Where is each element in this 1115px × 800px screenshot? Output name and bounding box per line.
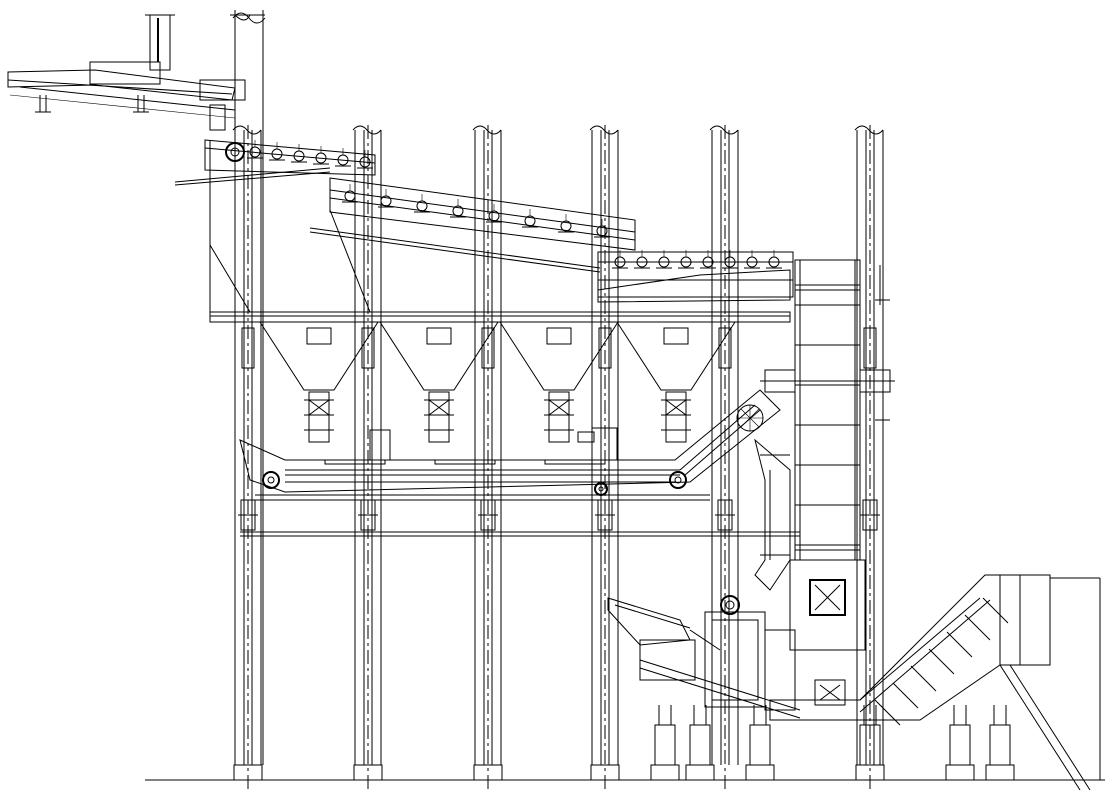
gate-valve xyxy=(548,391,570,443)
hoppers xyxy=(259,321,736,443)
platform xyxy=(209,140,791,323)
column xyxy=(589,125,619,790)
hopper xyxy=(379,321,499,443)
conveyor-rib xyxy=(874,699,901,726)
gate-valve xyxy=(665,391,687,443)
footing xyxy=(650,705,680,781)
lower-crossbeam xyxy=(240,531,800,537)
conveyor-rib xyxy=(928,648,955,675)
conveyor-rib xyxy=(892,682,919,709)
footing xyxy=(590,764,620,781)
screen-deck-upper xyxy=(174,139,376,186)
hopper xyxy=(259,321,379,443)
column xyxy=(472,125,502,790)
footings xyxy=(233,705,1015,781)
break-mark xyxy=(589,125,619,135)
footing xyxy=(745,705,775,781)
footing xyxy=(685,705,715,781)
conveyor-rib xyxy=(910,665,937,692)
conveyor-rib xyxy=(964,614,991,641)
conveyor-rib xyxy=(982,597,1009,624)
inspection-hatch xyxy=(663,327,689,345)
conveyor-rib xyxy=(946,631,973,658)
bucket-elevator xyxy=(760,259,895,651)
column xyxy=(352,125,382,790)
footing xyxy=(855,705,885,781)
column xyxy=(854,125,884,790)
hopper xyxy=(616,321,736,443)
break-mark xyxy=(709,125,739,135)
screen-deck-lower xyxy=(597,250,794,303)
footing xyxy=(353,764,383,781)
inspection-hatch xyxy=(546,327,572,345)
transfer-chute xyxy=(754,438,791,591)
break-mark xyxy=(232,12,266,24)
gate-valve xyxy=(428,391,450,443)
gate-valve xyxy=(308,391,330,443)
break-mark xyxy=(854,125,884,135)
column xyxy=(232,125,262,790)
column xyxy=(709,125,739,790)
footing xyxy=(945,705,975,781)
break-mark xyxy=(472,125,502,135)
break-mark xyxy=(232,125,262,135)
feed-conveyor xyxy=(7,14,265,131)
footing xyxy=(985,705,1015,781)
collecting-conveyor xyxy=(239,389,781,501)
crusher-assembly xyxy=(607,595,801,719)
support-columns xyxy=(232,10,884,790)
inspection-hatch xyxy=(306,327,332,345)
screen-deck-middle xyxy=(309,177,636,273)
footing xyxy=(473,764,503,781)
footing xyxy=(233,764,263,781)
break-mark xyxy=(352,125,382,135)
hopper xyxy=(499,321,619,443)
discharge-conveyor xyxy=(769,574,1101,791)
inspection-hatch xyxy=(426,327,452,345)
